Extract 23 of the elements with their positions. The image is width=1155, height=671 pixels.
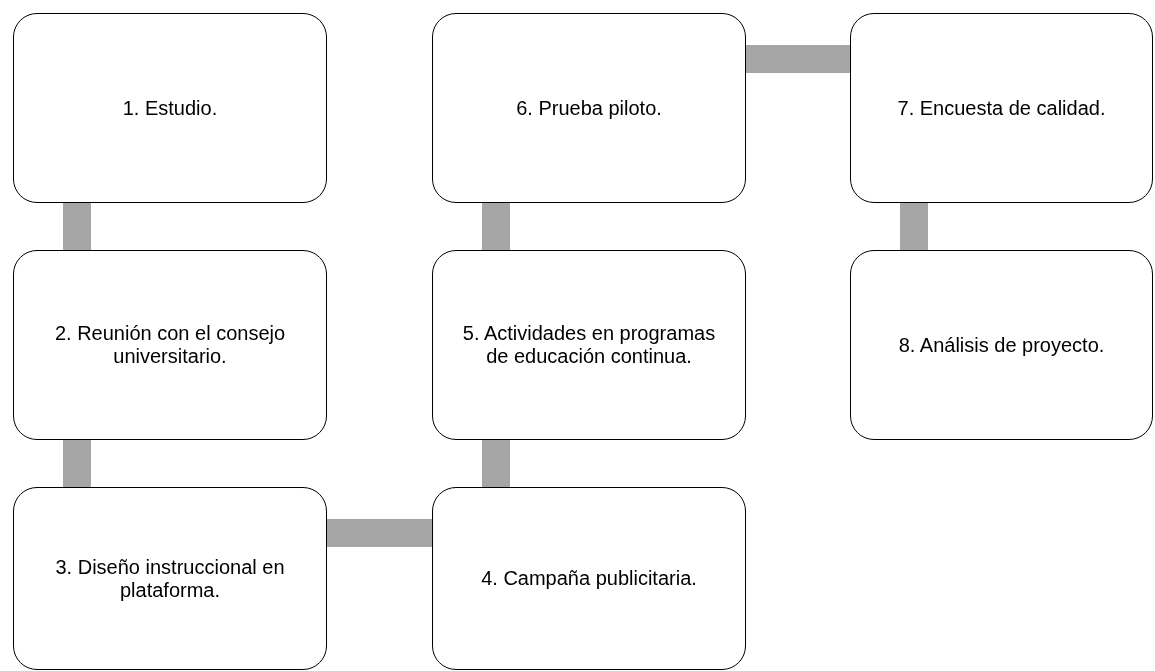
step-label: 4. Campaña publicitaria. — [481, 567, 697, 590]
connector-bar — [900, 203, 928, 250]
step-label: 1. Estudio. — [122, 96, 218, 120]
connector-bar — [63, 203, 91, 250]
connector-bar — [746, 45, 850, 73]
process-box — [432, 13, 746, 203]
step-label: 3. Diseño instruccional en plataforma. — [54, 555, 286, 602]
step-label: 2. Reunión con el consejo universitario. — [53, 322, 287, 368]
process-box — [432, 487, 746, 670]
step-label: 8. Análisis de proyecto. — [898, 333, 1105, 357]
process-box — [13, 250, 327, 440]
process-box — [13, 487, 327, 670]
step-label: 7. Encuesta de calidad. — [897, 96, 1106, 120]
process-box — [13, 13, 327, 203]
process-box — [850, 250, 1153, 440]
process-box — [432, 250, 746, 440]
connector-bar — [482, 203, 510, 250]
connector-bar — [482, 440, 510, 487]
step-label: 5. Actividades en programas de educación continua. — [461, 322, 717, 368]
step-label: 6. Prueba piloto. — [516, 96, 662, 120]
process-box — [850, 13, 1153, 203]
connector-bar — [327, 519, 432, 547]
connector-bar — [63, 440, 91, 487]
